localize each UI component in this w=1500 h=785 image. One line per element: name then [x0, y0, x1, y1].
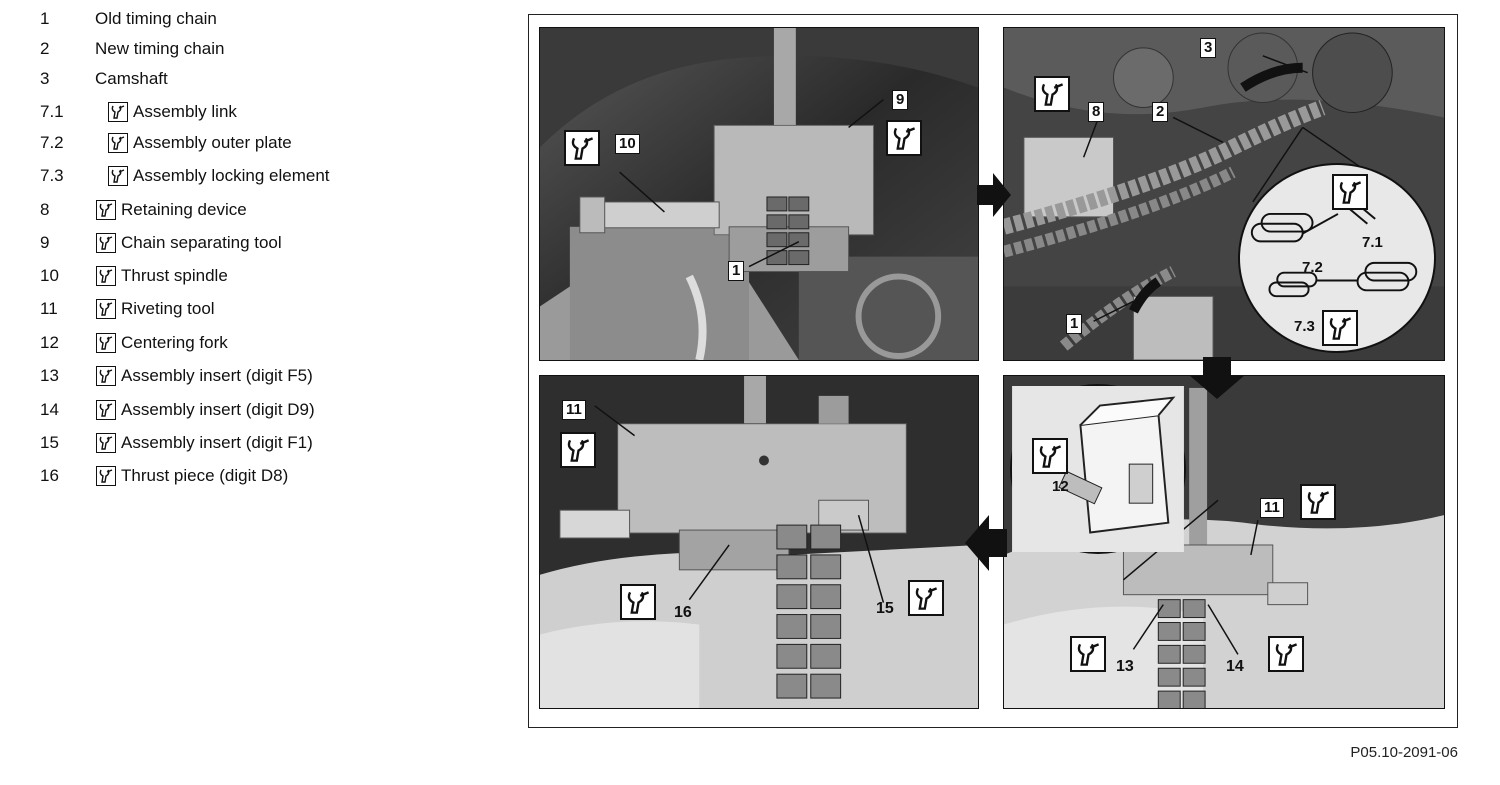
- ref-label-3: 3: [1200, 38, 1217, 58]
- special-tool-icon: [96, 466, 116, 486]
- special-tool-icon: [96, 366, 116, 386]
- legend-label: Chain separating tool: [121, 233, 282, 252]
- photo-panel-riveting: 11 16 15: [539, 375, 979, 709]
- special-tool-icon: [908, 580, 944, 616]
- legend-label: Assembly insert (digit F1): [121, 433, 313, 452]
- special-tool-icon: [1268, 636, 1304, 672]
- step-arrow-icon: [1189, 357, 1245, 399]
- legend-number: 7.3: [40, 166, 64, 185]
- legend-number: 15: [40, 433, 59, 452]
- special-tool-icon: [108, 133, 128, 153]
- legend-number: 1: [40, 9, 50, 28]
- photo-panel-assembly: 12 11 13 14: [1003, 375, 1445, 709]
- legend-number: 11: [40, 299, 58, 318]
- legend-label: Assembly locking element: [133, 166, 330, 185]
- legend-number: 3: [40, 69, 50, 88]
- legend-label: Centering fork: [121, 333, 228, 352]
- special-tool-icon: [96, 400, 116, 420]
- special-tool-icon: [1332, 174, 1368, 210]
- step-arrow-icon: [965, 515, 1007, 571]
- photo-panel-separating: 9 10 1: [539, 27, 979, 361]
- special-tool-icon: [1322, 310, 1358, 346]
- legend-number: 12: [40, 333, 59, 352]
- photo-riveting-tool: [540, 376, 978, 708]
- photo-chain-separating: [540, 28, 978, 360]
- legend-label: Assembly insert (digit D9): [121, 400, 315, 419]
- legend-label: Thrust piece (digit D8): [121, 466, 289, 485]
- ref-label-11: 11: [1260, 498, 1284, 518]
- photo-panel-chain-routing: 3 8 2 7.1 7.2 7.3 1: [1003, 27, 1445, 361]
- legend-number: 7.1: [40, 102, 64, 121]
- special-tool-icon: [96, 433, 116, 453]
- ref-label-9: 9: [892, 90, 909, 110]
- legend-label: Thrust spindle: [121, 266, 228, 285]
- ref-label-7-1: 7.1: [1362, 234, 1383, 251]
- special-tool-icon: [564, 130, 600, 166]
- legend-number: 14: [40, 400, 59, 419]
- special-tool-icon: [96, 333, 116, 353]
- centering-fork-drawing: [1012, 386, 1184, 552]
- ref-label-8: 8: [1088, 102, 1105, 122]
- figure-code: P05.10-2091-06: [1350, 744, 1458, 761]
- legend-number: 8: [40, 200, 50, 219]
- special-tool-icon: [886, 120, 922, 156]
- special-tool-icon: [96, 200, 116, 220]
- procedure-figure: 9 10 1: [528, 14, 1458, 728]
- special-tool-icon: [1070, 636, 1106, 672]
- special-tool-icon: [1034, 76, 1070, 112]
- step-arrow-icon: [977, 173, 1011, 217]
- special-tool-icon: [620, 584, 656, 620]
- legend-number: 7.2: [40, 133, 64, 152]
- legend-number: 2: [40, 39, 50, 58]
- legend-label: Old timing chain: [95, 9, 217, 28]
- special-tool-icon: [108, 166, 128, 186]
- special-tool-icon: [1300, 484, 1336, 520]
- ref-label-11: 11: [562, 400, 586, 420]
- legend-number: 10: [40, 266, 59, 285]
- legend-number: 13: [40, 366, 59, 385]
- legend-label: New timing chain: [95, 39, 225, 58]
- ref-label-1: 1: [1066, 314, 1083, 334]
- ref-label-2: 2: [1152, 102, 1169, 122]
- special-tool-icon: [1032, 438, 1068, 474]
- ref-label-12: 12: [1052, 478, 1069, 495]
- ref-label-7-2: 7.2: [1302, 259, 1323, 276]
- ref-label-1: 1: [728, 261, 745, 281]
- ref-label-13: 13: [1116, 658, 1134, 675]
- special-tool-icon: [96, 266, 116, 286]
- legend-label: Retaining device: [121, 200, 247, 219]
- special-tool-icon: [560, 432, 596, 468]
- ref-label-7-3: 7.3: [1294, 318, 1315, 335]
- special-tool-icon: [96, 299, 116, 319]
- legend-label: Camshaft: [95, 69, 168, 88]
- ref-label-15: 15: [876, 600, 894, 617]
- ref-label-10: 10: [615, 134, 640, 154]
- legend-label: Assembly insert (digit F5): [121, 366, 313, 385]
- legend-label: Riveting tool: [121, 299, 215, 318]
- legend-number: 9: [40, 233, 50, 252]
- special-tool-icon: [108, 102, 128, 122]
- legend-number: 16: [40, 466, 59, 485]
- legend-label: Assembly outer plate: [133, 133, 292, 152]
- ref-label-16: 16: [674, 604, 692, 621]
- special-tool-icon: [96, 233, 116, 253]
- ref-label-14: 14: [1226, 658, 1244, 675]
- legend-label: Assembly link: [133, 102, 237, 121]
